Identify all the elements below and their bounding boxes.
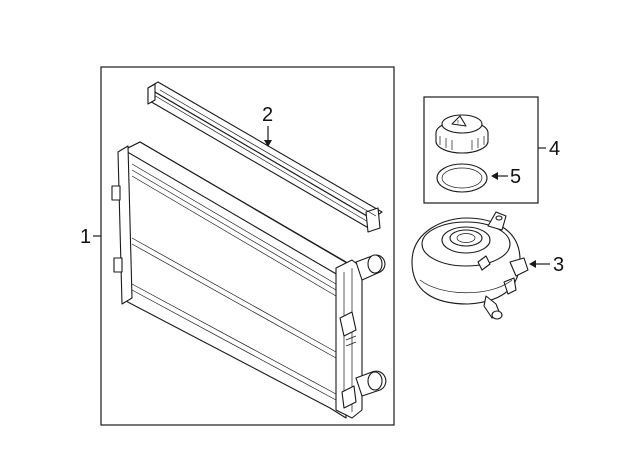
callout-5: 5 (510, 166, 521, 188)
radiator-fins (131, 163, 337, 401)
seal-strip (147, 81, 383, 233)
callout-3: 3 (553, 254, 564, 276)
callout-5-arrow (491, 172, 498, 180)
callout-4: 4 (549, 138, 560, 160)
cap-group-frame (423, 96, 539, 204)
coolant-reservoir (411, 211, 529, 320)
lower-outlet (355, 370, 387, 397)
callout-2-arrow (264, 140, 272, 147)
callout-3-arrow (529, 260, 536, 268)
callout-2: 2 (262, 104, 273, 126)
svg-text:!: ! (457, 120, 459, 127)
callout-1: 1 (80, 226, 91, 248)
upper-outlet (355, 254, 386, 281)
radiator-group-frame (100, 66, 395, 426)
radiator (111, 141, 387, 419)
reservoir-cap: ! (435, 114, 489, 154)
cap-gasket (436, 163, 488, 193)
